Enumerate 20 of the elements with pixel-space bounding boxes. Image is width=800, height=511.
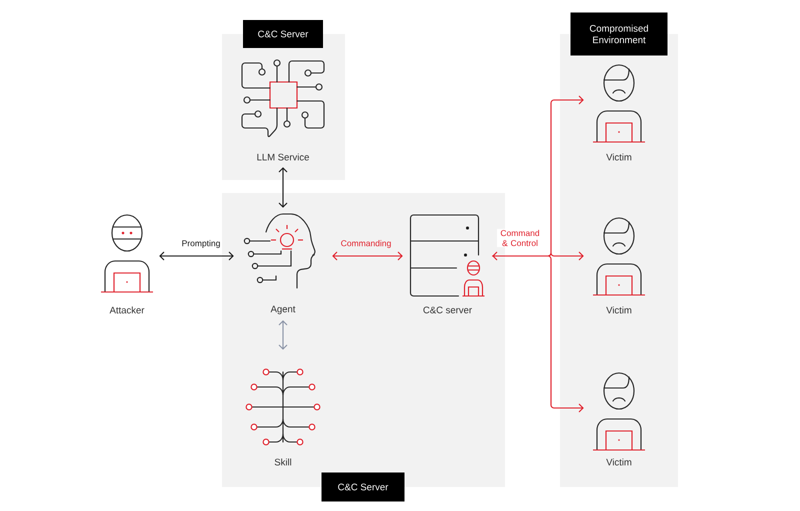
heading-box: C&C Server — [322, 472, 404, 502]
arrow — [492, 252, 584, 260]
icon-label: Victim — [606, 306, 632, 314]
arrow — [332, 252, 403, 260]
icon-label: Skill — [274, 458, 292, 466]
heading-box: Compromised Environment — [570, 12, 668, 56]
heading-box: C&C Server — [243, 20, 323, 48]
arrow — [278, 320, 288, 350]
icon-label: LLM Service — [257, 154, 309, 160]
icon-label: Victim — [606, 154, 632, 160]
icon-label: Victim — [606, 458, 632, 466]
icon-label: Attacker — [110, 306, 144, 314]
edge-label: Prompting — [180, 239, 222, 249]
arrow — [492, 255, 584, 412]
icon-label: C&C server — [423, 306, 472, 314]
edge-label: Commanding — [340, 239, 392, 249]
icon-label: Agent — [270, 306, 296, 314]
edge-label: Command & Control — [497, 228, 543, 248]
arrow — [278, 167, 288, 208]
arrow — [159, 252, 234, 260]
